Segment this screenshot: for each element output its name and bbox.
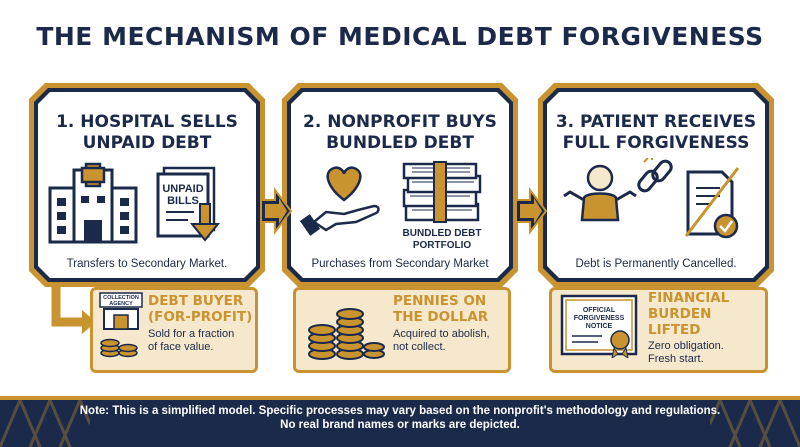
step-2-caption: Purchases from Secondary Market bbox=[311, 258, 489, 270]
pennies-text-line1: Acquired to abolish, bbox=[393, 328, 490, 340]
burden-lifted-text-line2: Fresh start. bbox=[648, 353, 704, 365]
person-icon bbox=[563, 164, 637, 222]
step-1-title: 1. HOSPITAL SELLS UNPAID DEBT bbox=[34, 112, 260, 154]
notice-label-3: NOTICE bbox=[586, 323, 613, 330]
burden-lifted-title-line3: LIFTED bbox=[648, 322, 701, 338]
step-3-caption: Debt is Permanently Cancelled. bbox=[575, 258, 737, 270]
pennies-title-line1: PENNIES ON bbox=[393, 293, 487, 309]
notice-label-2: FORGIVENESS bbox=[574, 315, 625, 322]
heart-in-hand-icon bbox=[300, 166, 380, 236]
hospital-icon bbox=[48, 162, 138, 244]
coin-stacks-illustration bbox=[308, 308, 385, 360]
burden-lifted-title-line1: FINANCIAL bbox=[648, 290, 730, 306]
collection-agency-label-1: COLLECTION bbox=[103, 295, 139, 301]
step-3-title-line1: 3. PATIENT RECEIVES bbox=[555, 112, 757, 132]
arrow-down-right-icon bbox=[51, 286, 96, 334]
debt-buyer-text-line1: Sold for a fraction bbox=[148, 328, 235, 340]
pennies-text-line2: not collect. bbox=[393, 341, 446, 353]
footer bbox=[0, 396, 800, 447]
arrow-right-icon bbox=[515, 187, 548, 235]
pennies-text: Acquired to abolish, not collect. bbox=[393, 328, 490, 354]
forgiveness-notice-illustration: OFFICIAL FORGIVENESS NOTICE bbox=[560, 294, 638, 358]
unpaid-bills-label-1: UNPAID bbox=[162, 183, 203, 195]
step-1-title-line1: 1. HOSPITAL SELLS bbox=[56, 112, 238, 132]
cancelled-document-icon bbox=[684, 167, 740, 239]
step-1-illustration: UNPAID BILLS bbox=[48, 162, 221, 244]
arrow-down-icon bbox=[189, 203, 221, 242]
burden-lifted-title: FINANCIAL BURDEN LIFTED bbox=[648, 290, 729, 338]
certificate-icon: OFFICIAL FORGIVENESS NOTICE bbox=[560, 294, 638, 358]
coin-stack-icon bbox=[308, 308, 385, 360]
debt-buyer-text: Sold for a fraction of face value. bbox=[148, 328, 234, 354]
step-3-illustration bbox=[563, 158, 740, 239]
bundled-debt-label-1: BUNDLED DEBT bbox=[403, 228, 482, 239]
footer-note-line2: No real brand names or marks are depicte… bbox=[280, 419, 520, 431]
page-title: THE MECHANISM OF MEDICAL DEBT FORGIVENES… bbox=[36, 22, 764, 51]
step-2-title: 2. NONPROFIT BUYS BUNDLED DEBT bbox=[287, 112, 513, 154]
pennies-title-line2: THE DOLLAR bbox=[393, 309, 489, 325]
broken-chain-icon bbox=[637, 158, 673, 193]
bundled-debt-label-2: PORTFOLIO bbox=[413, 240, 472, 251]
collection-agency-icon: COLLECTION AGENCY bbox=[99, 292, 143, 330]
step-2-illustration: BUNDLED DEBT PORTFOLIO bbox=[300, 161, 482, 251]
collection-agency-illustration: COLLECTION AGENCY bbox=[99, 292, 143, 358]
footer-pattern-left bbox=[0, 400, 90, 447]
arrow-right-icon bbox=[260, 187, 293, 235]
burden-lifted-title-line2: BURDEN bbox=[648, 306, 712, 322]
coin-stack-icon bbox=[100, 338, 138, 358]
burden-lifted-text-line1: Zero obligation. bbox=[648, 340, 724, 352]
footer-note: Note: This is a simplified model. Specif… bbox=[0, 404, 800, 432]
bundled-debt-icon: BUNDLED DEBT PORTFOLIO bbox=[403, 161, 482, 251]
collection-agency-label-2: AGENCY bbox=[109, 301, 133, 307]
debt-buyer-text-line2: of face value. bbox=[148, 341, 214, 353]
debt-buyer-title: DEBT BUYER (FOR-PROFIT) bbox=[148, 293, 252, 325]
burden-lifted-text: Zero obligation. Fresh start. bbox=[648, 340, 724, 366]
footer-divider bbox=[0, 396, 800, 400]
pennies-title: PENNIES ON THE DOLLAR bbox=[393, 293, 488, 325]
debt-buyer-title-line2: (FOR-PROFIT) bbox=[148, 309, 253, 325]
step-3-title: 3. PATIENT RECEIVES FULL FORGIVENESS bbox=[543, 112, 769, 154]
unpaid-bills-label-2: BILLS bbox=[167, 195, 199, 207]
step-1-caption: Transfers to Secondary Market. bbox=[66, 258, 228, 270]
footer-pattern-right bbox=[710, 400, 800, 447]
debt-buyer-title-line1: DEBT BUYER bbox=[148, 293, 244, 309]
notice-label-1: OFFICIAL bbox=[583, 307, 616, 314]
step-3-title-line2: FULL FORGIVENESS bbox=[562, 133, 750, 153]
step-1-title-line2: UNPAID DEBT bbox=[82, 133, 212, 153]
step-2-title-line2: BUNDLED DEBT bbox=[326, 133, 474, 153]
step-2-title-line1: 2. NONPROFIT BUYS bbox=[303, 112, 497, 132]
footer-note-line1: Note: This is a simplified model. Specif… bbox=[79, 405, 721, 417]
